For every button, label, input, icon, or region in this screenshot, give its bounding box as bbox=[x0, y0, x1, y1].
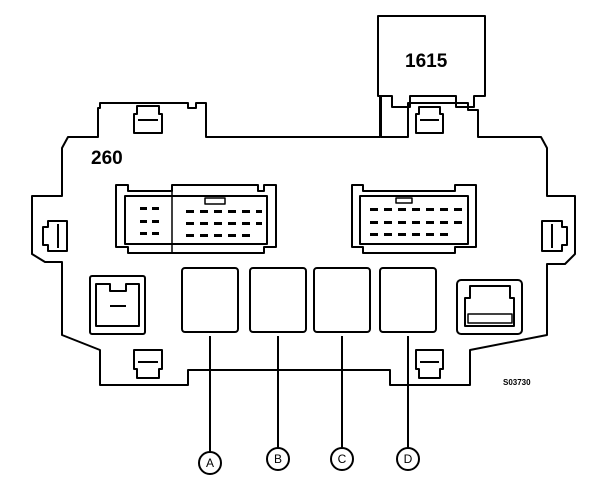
box-label: 260 bbox=[91, 148, 123, 169]
left-side-clip bbox=[42, 220, 68, 252]
relay-slot-a bbox=[181, 267, 239, 333]
relay-1615-body bbox=[377, 15, 486, 108]
callout-label-d: D bbox=[404, 452, 413, 466]
small-connector-left bbox=[89, 275, 146, 335]
top-right-clip bbox=[415, 106, 444, 134]
connector-pins bbox=[140, 207, 462, 237]
callout-circle-c bbox=[330, 447, 354, 471]
bottom-left-clip bbox=[133, 349, 163, 379]
reference-code: S03730 bbox=[503, 378, 531, 387]
bottom-right-clip bbox=[415, 349, 444, 379]
right-side-clip bbox=[541, 220, 568, 252]
small-connector-right bbox=[456, 279, 523, 335]
callout-label-a: A bbox=[206, 456, 214, 470]
housing-outline bbox=[31, 95, 576, 386]
callout-circle-d bbox=[396, 447, 420, 471]
top-left-clip bbox=[133, 105, 163, 134]
relay-slot-c bbox=[313, 267, 371, 333]
callout-circle-b bbox=[266, 447, 290, 471]
callout-label-c: C bbox=[338, 452, 347, 466]
relay-label: 1615 bbox=[405, 51, 448, 72]
relay-slot-d bbox=[379, 267, 437, 333]
connector-right bbox=[351, 184, 477, 254]
callout-label-b: B bbox=[274, 452, 282, 466]
relay-slot-b bbox=[249, 267, 307, 333]
callout-circle-a bbox=[198, 451, 222, 475]
connector-left bbox=[115, 184, 277, 254]
